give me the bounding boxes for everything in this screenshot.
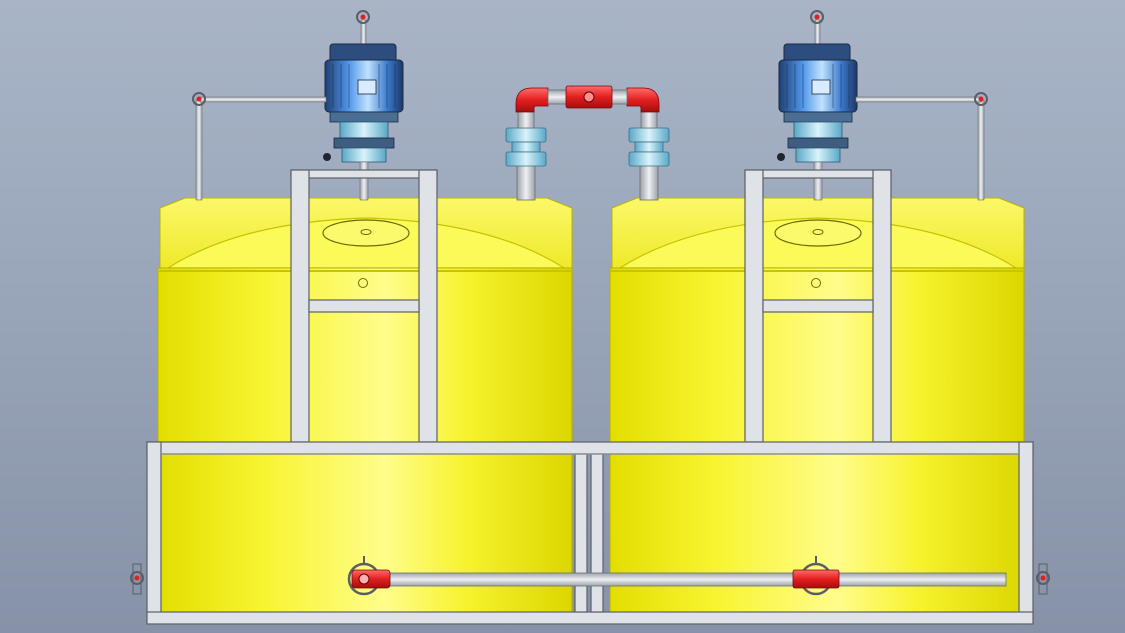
- right-level-rod: [855, 92, 988, 201]
- overflow-connecting-pipe: [505, 85, 670, 201]
- left-level-rod: [192, 92, 327, 201]
- left-mixer-motor: [323, 10, 404, 201]
- corner-lifting-lugs: [130, 563, 1050, 595]
- left-tank: [157, 197, 573, 613]
- right-tank: [609, 197, 1025, 613]
- containment-frame: [146, 441, 1034, 625]
- bottom-drain-pipe: [347, 556, 1007, 596]
- right-mixer-motor: [777, 10, 858, 201]
